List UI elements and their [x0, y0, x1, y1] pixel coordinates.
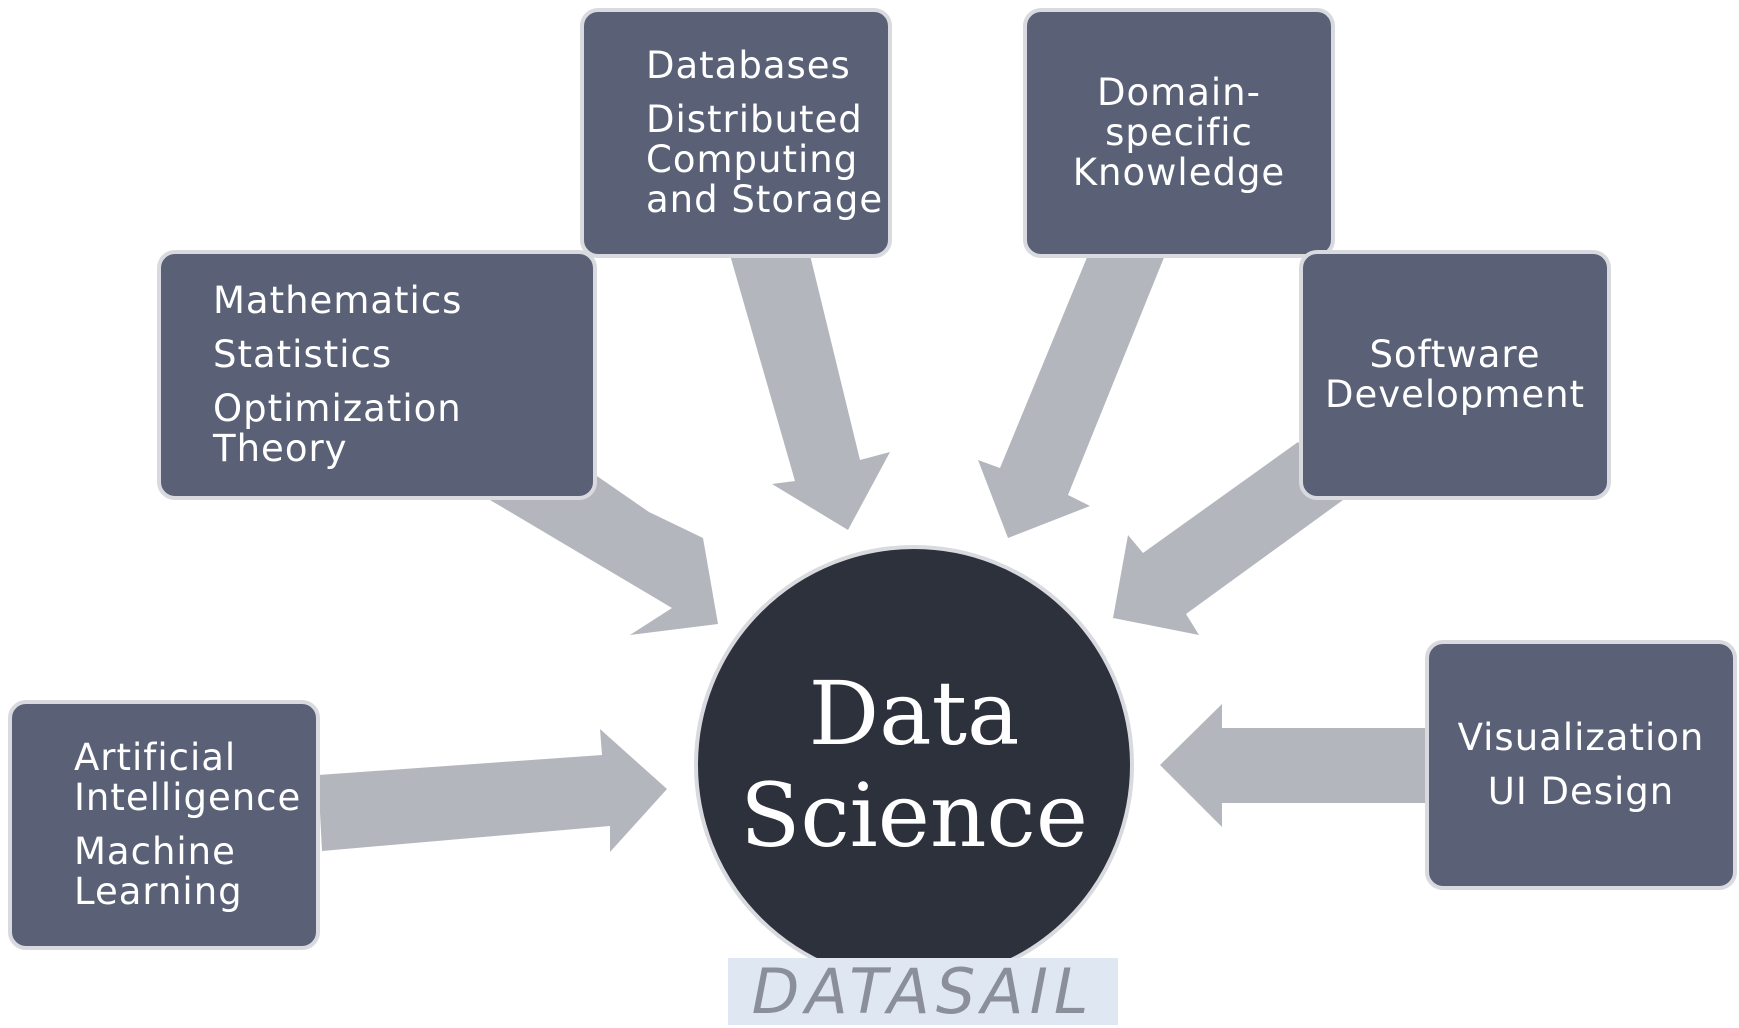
box-mathematics: Mathematics Statistics Optimization Theo… [157, 250, 597, 500]
box-domain-knowledge: Domain- specific Knowledge [1023, 8, 1335, 258]
arrow-software-to-center [1113, 442, 1343, 635]
box-visualization: Visualization UI Design [1425, 640, 1737, 890]
arrow-viz-to-center [1160, 704, 1428, 827]
box-math-item-1: Mathematics [213, 279, 463, 322]
arrow-databases-to-center [730, 255, 890, 530]
box-software-development: Software Development [1299, 250, 1611, 500]
box-ai-item-1: Artificial Intelligence [74, 736, 302, 819]
arrow-ai-to-center [318, 729, 667, 852]
arrow-domain-to-center [978, 255, 1165, 538]
box-software-item-1: Software Development [1324, 333, 1586, 416]
box-artificial-intelligence: Artificial Intelligence Machine Learning [8, 700, 320, 950]
box-viz-item-1: Visualization [1457, 716, 1705, 759]
box-domain-item-1: Domain- specific Knowledge [1072, 71, 1286, 194]
box-viz-item-2: UI Design [1487, 770, 1675, 813]
box-math-item-2: Statistics [213, 333, 393, 376]
box-math-item-3: Optimization Theory [213, 387, 462, 470]
box-databases-item-1: Databases [646, 44, 851, 87]
box-databases-item-2: Distributed Computing and Storage [646, 98, 884, 221]
box-ai-item-2: Machine Learning [74, 830, 243, 913]
center-title-line-2: Science [740, 764, 1088, 867]
center-title-line-1: Data [808, 662, 1020, 765]
watermark-logo: DATASAIL [728, 955, 1118, 1028]
center-node-data-science: Data Science [694, 545, 1134, 985]
box-databases: Databases Distributed Computing and Stor… [580, 8, 892, 258]
